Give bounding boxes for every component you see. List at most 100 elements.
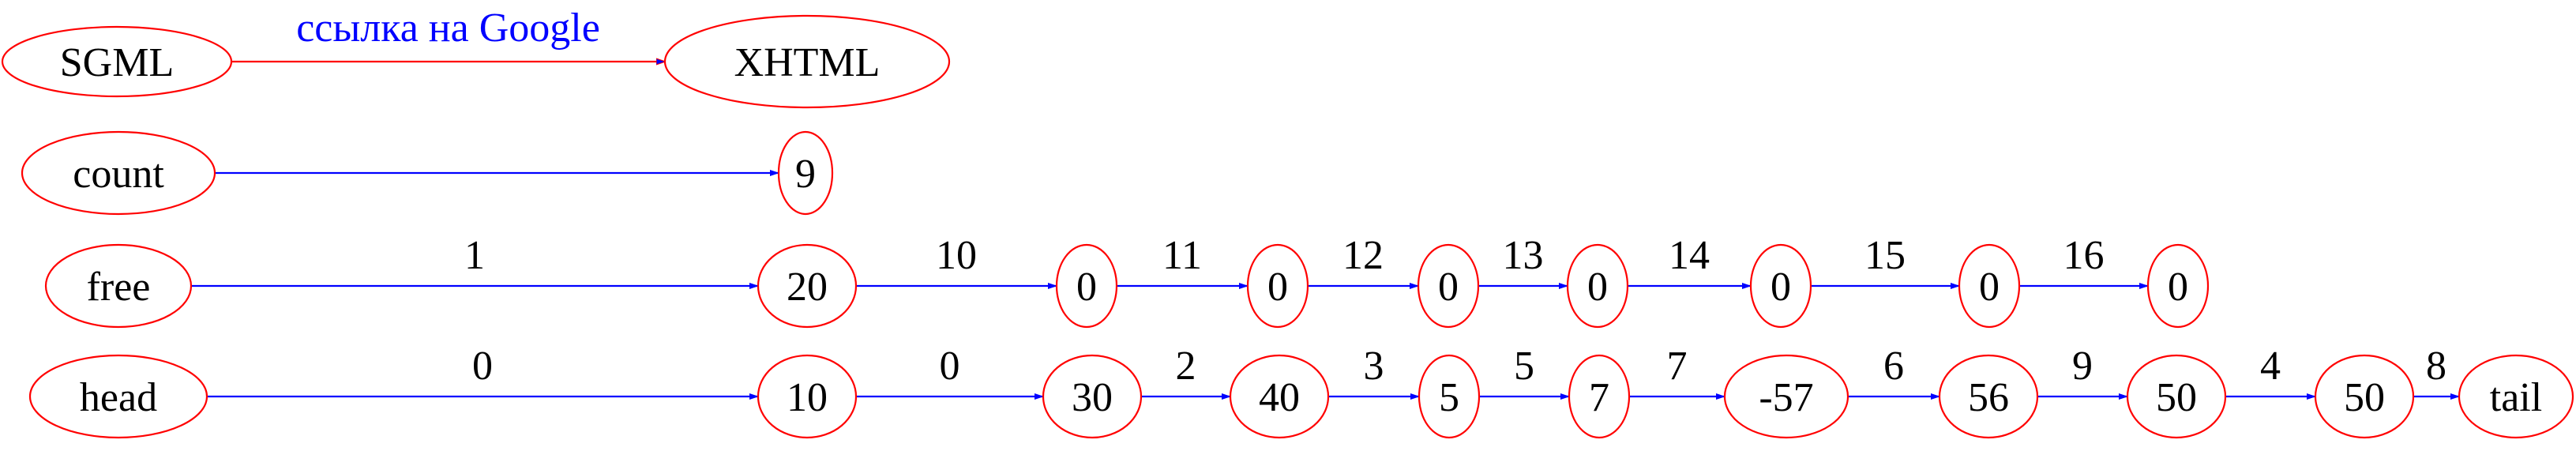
edge-h30-h40: 2 — [1141, 344, 1231, 400]
node-ellipse — [1418, 354, 1481, 439]
node-ellipse — [757, 354, 858, 439]
node-f0c: 0 — [1417, 243, 1480, 329]
node-label: 0 — [2168, 265, 2188, 310]
node-ellipse — [1938, 354, 2039, 439]
node-label: 56 — [1968, 375, 2009, 420]
node-label: count — [73, 152, 164, 197]
node-ellipse — [28, 354, 208, 439]
node-ellipse — [2458, 354, 2574, 439]
node-ellipse — [1958, 243, 2021, 329]
node-ellipse — [757, 243, 858, 329]
edge-label: 10 — [936, 233, 977, 278]
node-hm57: -57 — [1723, 354, 1849, 439]
node-h50b: 50 — [2314, 354, 2415, 439]
node-label: 0 — [1267, 265, 1288, 310]
node-label: free — [87, 265, 151, 310]
node-f0g: 0 — [2146, 243, 2210, 329]
google-link-label[interactable]: ссылка на Google — [296, 6, 600, 51]
node-label: 5 — [1439, 375, 1459, 420]
node-count: count — [21, 130, 216, 216]
node-ellipse — [1229, 354, 1330, 439]
node-ellipse — [2146, 243, 2210, 329]
edge-hm57-h56: 6 — [1848, 344, 1940, 400]
edge-label: 6 — [1883, 344, 1904, 389]
node-label: 7 — [1589, 375, 1609, 420]
node-sgml: SGML — [1, 25, 233, 98]
node-label: 0 — [1076, 265, 1097, 310]
node-h50a: 50 — [2126, 354, 2227, 439]
edge-h50a-h50b: 4 — [2225, 344, 2316, 400]
edge-label: 1 — [464, 233, 485, 278]
node-h40: 40 — [1229, 354, 1330, 439]
node-label: 10 — [787, 375, 828, 420]
edge-f0b-f0c: 12 — [1308, 233, 1419, 289]
node-h10: 10 — [757, 354, 858, 439]
node-label: 50 — [2344, 375, 2385, 420]
node-label: 9 — [795, 152, 816, 197]
node-ellipse — [2126, 354, 2227, 439]
node-ellipse — [1246, 243, 1309, 329]
node-free: free — [44, 243, 193, 329]
node-label: SGML — [60, 40, 174, 85]
node-ellipse — [777, 130, 834, 216]
edge-f0c-f0d: 13 — [1478, 233, 1568, 289]
node-f0d: 0 — [1566, 243, 1629, 329]
edge-label: 13 — [1503, 233, 1544, 278]
node-ellipse — [1042, 354, 1143, 439]
node-label: tail — [2490, 375, 2542, 420]
edge-h5-h7: 5 — [1479, 344, 1570, 400]
edge-label: 7 — [1667, 344, 1688, 389]
node-label: head — [80, 375, 157, 420]
node-label: 0 — [1438, 265, 1459, 310]
node-h5: 5 — [1418, 354, 1481, 439]
edge-label: 0 — [472, 344, 493, 389]
edge-label: 9 — [2072, 344, 2093, 389]
edge-free-f20: 1 — [191, 233, 759, 289]
edge-h10-h30: 0 — [856, 344, 1044, 400]
edge-h56-h50a: 9 — [2037, 344, 2128, 400]
edge-f0e-f0f: 15 — [1811, 233, 1960, 289]
node-ellipse — [1, 25, 233, 98]
edge-label: 11 — [1162, 233, 1202, 278]
node-ellipse — [1723, 354, 1849, 439]
node-label: XHTML — [734, 40, 881, 85]
edge-label: 5 — [1514, 344, 1534, 389]
edge-sgml-xhtml[interactable]: ссылка на Google — [231, 6, 665, 62]
node-h30: 30 — [1042, 354, 1143, 439]
node-tail: tail — [2458, 354, 2574, 439]
edge-f0a-f0b: 11 — [1117, 233, 1249, 289]
node-label: -57 — [1759, 375, 1813, 420]
edge-f0f-f0g: 16 — [2019, 233, 2149, 289]
edge-f0d-f0e: 14 — [1628, 233, 1752, 289]
node-label: 0 — [1771, 265, 1791, 310]
edge-h7-hm57: 7 — [1629, 344, 1725, 400]
edge-label: 8 — [2426, 344, 2446, 389]
node-f0e: 0 — [1749, 243, 1812, 329]
node-f0b: 0 — [1246, 243, 1309, 329]
node-ellipse — [1749, 243, 1812, 329]
edge-label: 2 — [1176, 344, 1196, 389]
node-ellipse — [1568, 354, 1631, 439]
node-ellipse — [1417, 243, 1480, 329]
node-ellipse — [2314, 354, 2415, 439]
edge-h40-h5: 3 — [1328, 344, 1420, 400]
edge-label: 15 — [1864, 233, 1906, 278]
node-label: 40 — [1259, 375, 1300, 420]
node-label: 0 — [1587, 265, 1608, 310]
node-ellipse — [21, 130, 216, 216]
edge-label: 14 — [1669, 233, 1710, 278]
node-h7: 7 — [1568, 354, 1631, 439]
node-ellipse — [1055, 243, 1118, 329]
edge-label: 16 — [2063, 233, 2105, 278]
node-label: 50 — [2156, 375, 2197, 420]
edge-label: 3 — [1364, 344, 1384, 389]
edges-layer: ссылка на Google 1 10 11 12 13 14 15 16 0 0 2 3 5 7 6 9 4… — [191, 6, 2460, 400]
edge-h50b-tail: 8 — [2413, 344, 2460, 400]
node-h56: 56 — [1938, 354, 2039, 439]
edge-label: 0 — [940, 344, 960, 389]
node-head: head — [28, 354, 208, 439]
node-label: 20 — [787, 265, 828, 310]
node-f0a: 0 — [1055, 243, 1118, 329]
node-ellipse — [663, 14, 951, 109]
